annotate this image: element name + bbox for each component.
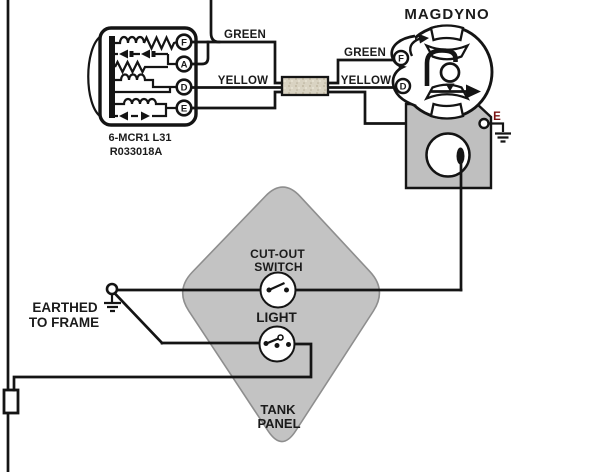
- resistor-1: [142, 34, 178, 52]
- light-switch-lever: [266, 337, 279, 345]
- contact-arrow-1: [119, 49, 128, 59]
- pickup-circle: [425, 132, 471, 178]
- armature-hook: [424, 48, 458, 86]
- coil-3: [115, 97, 176, 110]
- earth-terminal-label: E: [493, 111, 501, 123]
- magdyno-terminal-f: F: [392, 49, 410, 67]
- output-arrow-head: [466, 84, 481, 99]
- cutout-switch-lever: [268, 281, 285, 292]
- light-contact-mid: [274, 343, 280, 348]
- contact-row-wire: [115, 52, 176, 66]
- earthed-label-line2: TO FRAME: [29, 315, 99, 330]
- earthed-label-line1: EARTHED: [32, 300, 98, 315]
- light-switch-knob: [277, 334, 284, 341]
- yellow-label-left: YELLOW: [218, 75, 268, 87]
- cutout-switch: [115, 271, 463, 309]
- contact-pad-1: [129, 51, 134, 57]
- earth-link-wire: [488, 122, 505, 132]
- terminal-letter: D: [400, 81, 407, 92]
- earth-symbol-frame: [104, 301, 121, 313]
- resistor-2: [114, 59, 168, 75]
- regulator-terminal-f: F: [175, 33, 193, 51]
- rotation-arrow-head: [418, 33, 429, 44]
- frame-wires: [2, 0, 221, 472]
- earth-diagonal-wire: [112, 290, 164, 345]
- green-label-right: GREEN: [344, 47, 386, 59]
- light-contact-right: [286, 342, 291, 347]
- terminal-letter: F: [181, 37, 187, 48]
- contact-arrow-2: [141, 49, 150, 59]
- terminal-letter: E: [181, 103, 187, 114]
- tank-label-line2: PANEL: [257, 416, 300, 431]
- cutout-switch-circle: [259, 271, 297, 309]
- regulator-model-line2: R033018A: [110, 146, 163, 158]
- top-feed-wire: [209, 0, 221, 44]
- tank-panel: CUT-OUT SWITCH LIGHT TANK PANEL: [12, 186, 463, 443]
- contact-row-wire-2: [115, 109, 168, 118]
- regulator-model-line1: 6-MCR1 L31: [109, 132, 172, 144]
- earth-symbol-magdyno: [495, 132, 511, 143]
- earth-point-circle: [105, 282, 119, 296]
- yellow-label-right: YELLOW: [341, 75, 391, 87]
- light-switch: [12, 325, 313, 392]
- contact-pad-2: [151, 51, 156, 57]
- cutout-contact-right: [284, 287, 289, 293]
- terminal-letter: A: [181, 59, 188, 70]
- contact-arrow-3: [119, 111, 128, 121]
- bottom-clamp-cap: [429, 102, 465, 120]
- a-terminal-riser: [190, 40, 210, 66]
- top-clamp-cap: [429, 24, 465, 42]
- contact-arrow-4: [141, 111, 150, 121]
- light-label: LIGHT: [256, 310, 297, 325]
- earth-terminal-circle: [478, 117, 490, 130]
- rotation-arrow-curve: [409, 37, 421, 57]
- spindle-circle: [439, 62, 461, 83]
- terminal-housing: [390, 34, 417, 108]
- terminal-letter: D: [181, 82, 188, 93]
- tank-label-line1: TANK: [260, 402, 296, 417]
- coil-2: [115, 73, 176, 89]
- magdyno-unit: MAGDYNO F D: [390, 6, 511, 292]
- cutout-label-line1: CUT-OUT: [250, 247, 305, 261]
- cable-sleeve: [280, 75, 330, 97]
- regulator-terminal-e: E: [175, 99, 193, 117]
- light-wire-return: [12, 342, 313, 392]
- green-label-left: GREEN: [224, 29, 266, 41]
- regulator-unit: F A D E 6-MCR1 L31 R033018A: [87, 26, 198, 158]
- inline-connector: [2, 388, 20, 415]
- regulator-can-end: [87, 35, 102, 118]
- coil-1: [115, 35, 146, 45]
- regulator-terminal-d: D: [175, 78, 193, 96]
- down-pointer: [445, 83, 455, 92]
- d-link-wire: [115, 88, 172, 94]
- cutout-label-line2: SWITCH: [254, 260, 303, 274]
- terminal-letter: F: [398, 53, 404, 64]
- magdyno-terminal-d: D: [394, 77, 412, 95]
- tank-panel-shape: [182, 186, 381, 443]
- regulator-terminal-a: A: [175, 55, 193, 73]
- earth-point: EARTHED TO FRAME: [29, 282, 164, 345]
- interconnect-wiring: GREEN YELLOW GREEN YELLOW: [190, 29, 481, 125]
- magdyno-title: MAGDYNO: [404, 6, 489, 23]
- brush-oval: [456, 147, 465, 165]
